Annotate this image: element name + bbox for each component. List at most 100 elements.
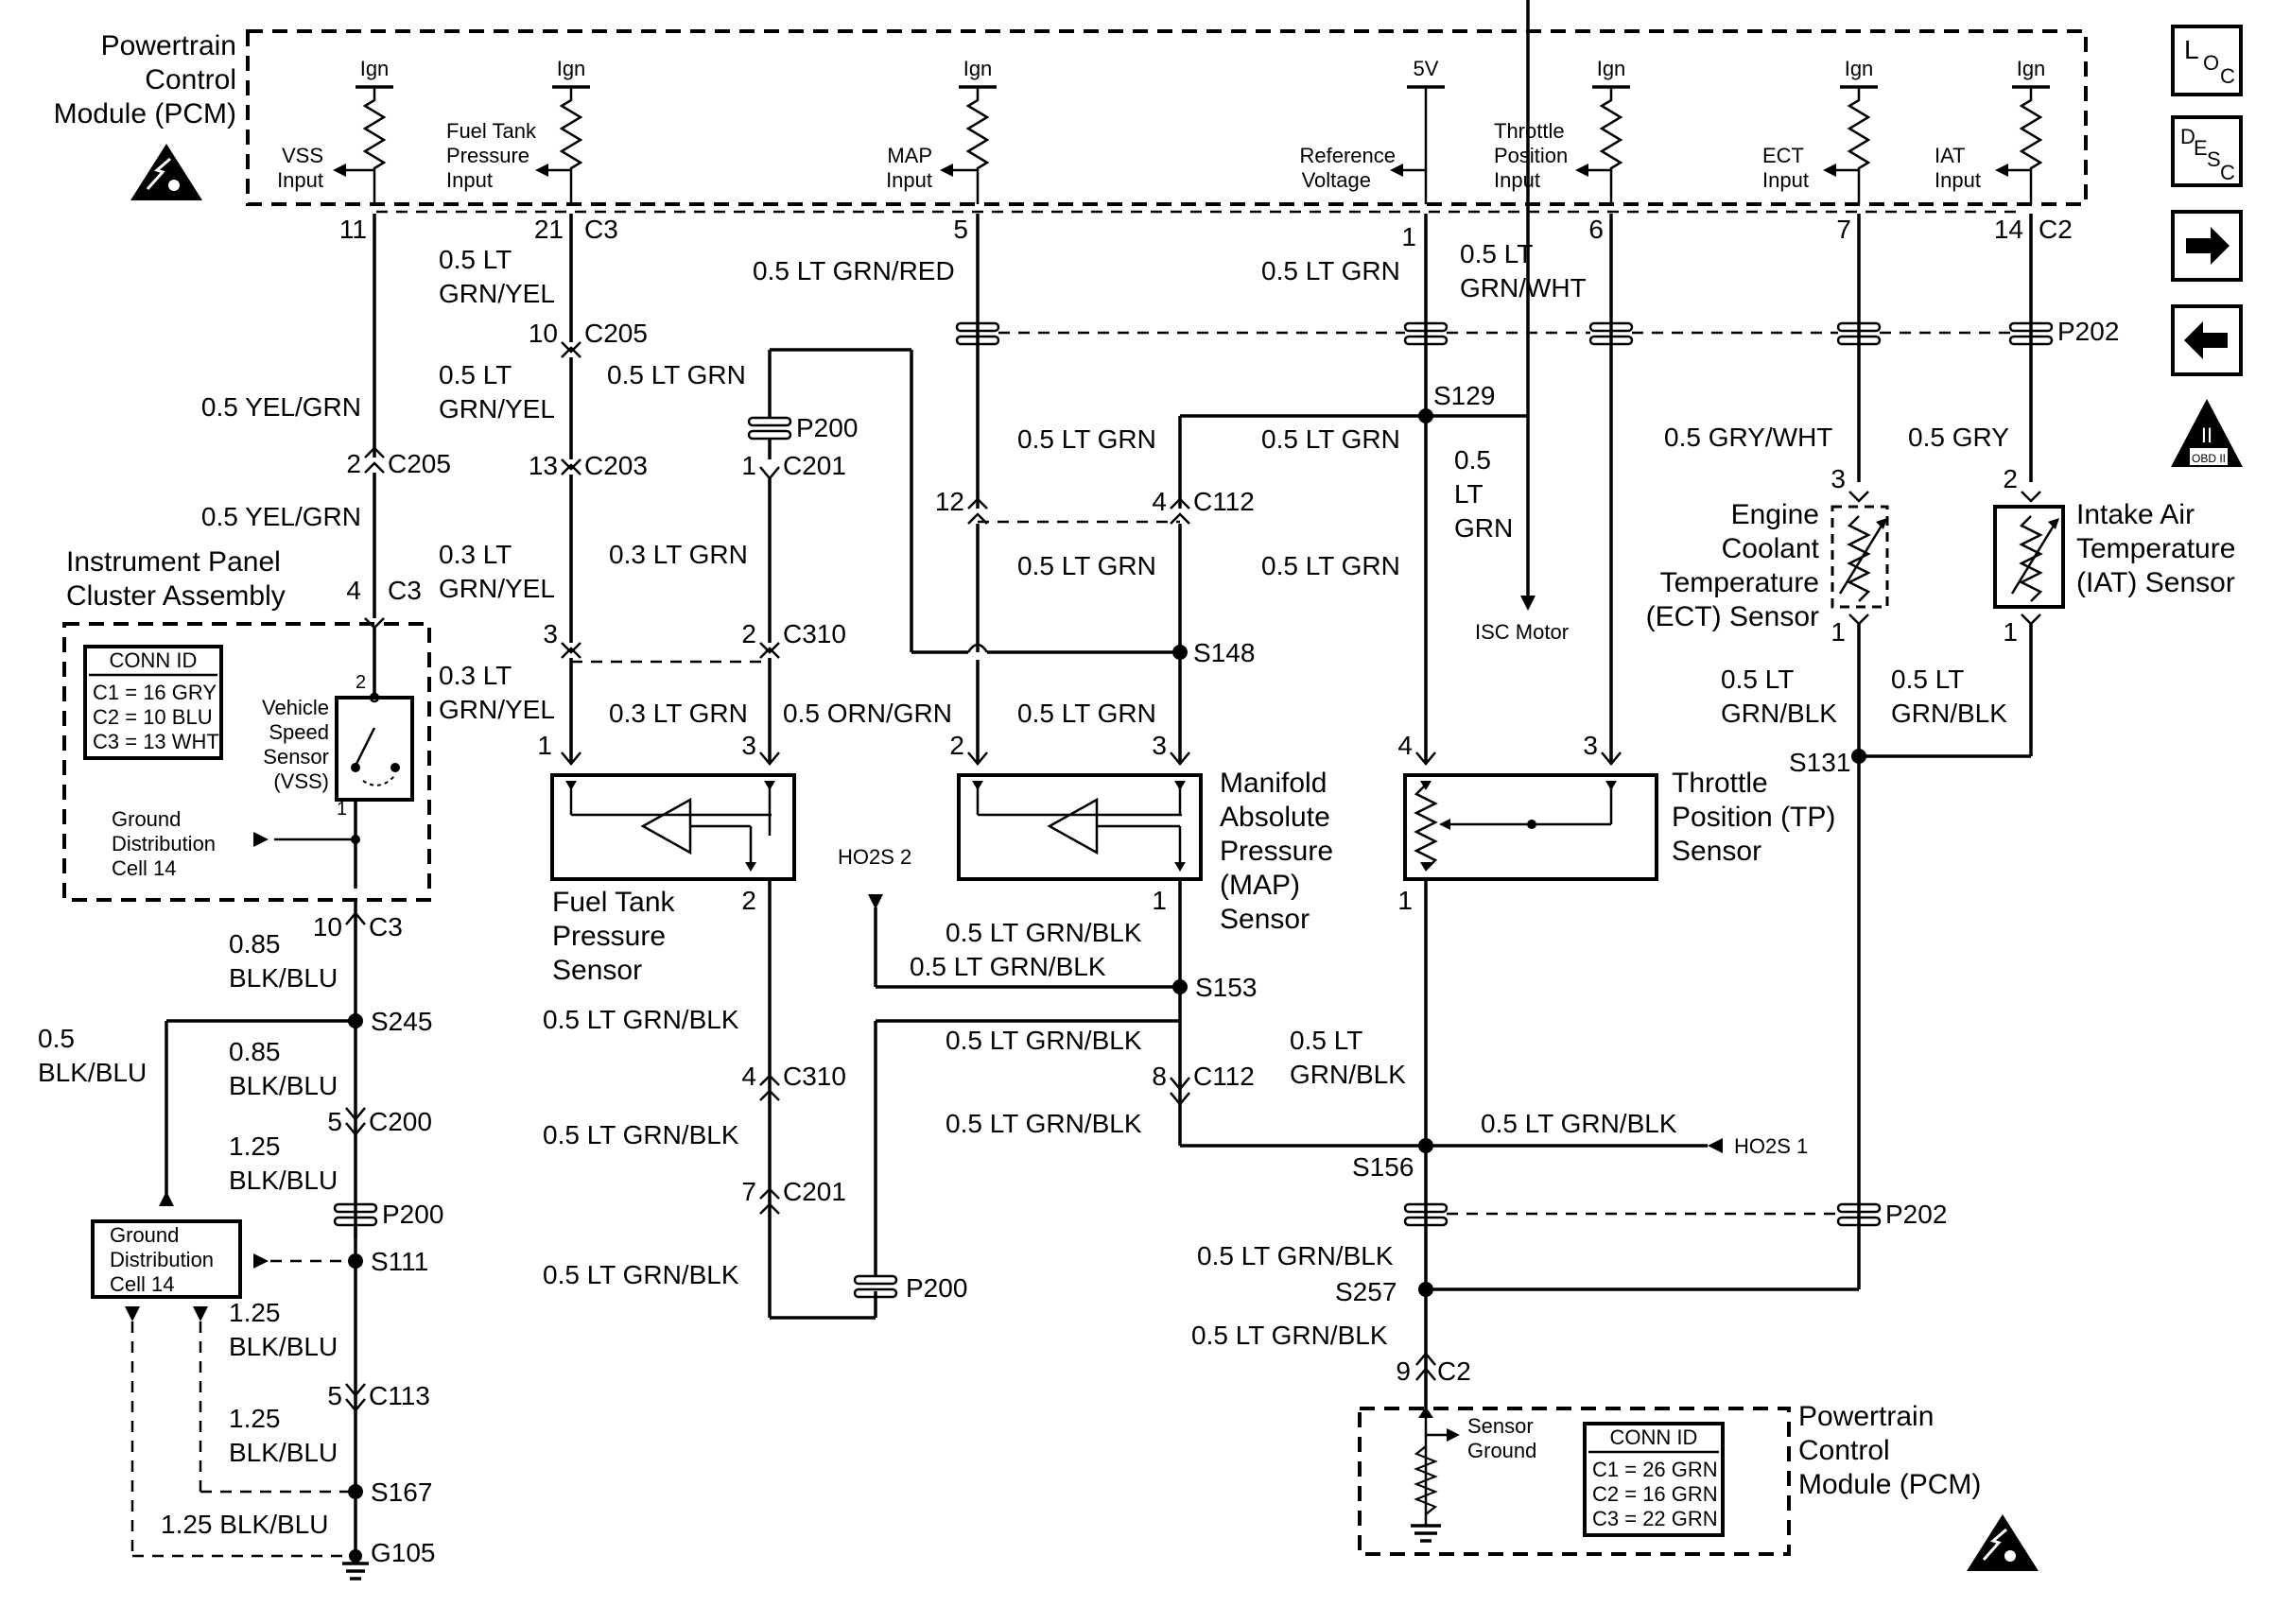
wire-label: 0.5 LT GRN/RED [753,256,955,285]
wire-label: BLK/BLU [229,1166,338,1195]
nav-loc-letter: L [2184,35,2199,64]
wire-label: 0.5 LT GRN/BLK [946,1026,1142,1055]
wire-label: 0.5 LT GRN/BLK [1197,1241,1394,1270]
pin-5: 5 [327,1381,342,1410]
pin-3: 3 [1831,464,1846,493]
pcm-pin-ref: 5V Reference Voltage [1299,57,1445,204]
pin-5: 5 [327,1107,342,1136]
map-sensor-symbol [972,781,1186,872]
wire-label: GRN [1454,513,1513,543]
conn-c3: C3 [388,576,422,605]
supply-label: Ign [2017,57,2046,80]
pin-14: 14 [1994,215,2023,244]
conn-id-header: CONN ID [110,648,198,672]
wire-label: 0.3 LT GRN [609,699,748,728]
ect-sensor-2: Coolant [1722,533,1820,564]
nav-obd-ii-button[interactable]: II OBD II [2171,399,2243,467]
tps-input-3: Input [1494,168,1540,192]
wire-label: LT [1454,479,1484,509]
conn-c3: C3 [369,912,403,942]
splice-s156: S156 [1352,1152,1414,1182]
conn-id-row: C2 = 10 BLU [93,705,213,729]
tp-sensor-2: Position (TP) [1672,802,1835,833]
wire-label: 0.5 LT GRN/BLK [543,1005,739,1034]
vss-input-2: Input [277,168,323,192]
fuel-tank-input-2: Pressure [446,144,529,167]
pcm-pin-tps: Ign Throttle Position Input [1494,57,1630,204]
ground-box-2: Distribution [110,1248,214,1271]
pin-2: 2 [356,672,366,693]
wire-label: 0.5 LT GRN/BLK [910,952,1106,981]
iat-sensor-1: Intake Air [2076,499,2195,530]
wire-label: 0.5 LT GRN [1261,256,1400,285]
pin-8: 8 [1152,1062,1167,1091]
wire-label: 0.5 LT [1891,665,1964,694]
ect-input-2: Input [1762,168,1809,192]
vss-label-4: (VSS) [273,769,329,793]
pcm-pin-vss: Ign VSS Input [277,57,393,204]
wire-label: 0.5 LT GRN [1261,551,1400,580]
conn-c2: C2 [1437,1356,1471,1386]
ect-input-1: ECT [1762,144,1804,167]
pin-21: 21 [534,215,564,244]
map-sensor-2: Absolute [1220,802,1330,833]
wire-label: 0.5 LT GRN/BLK [946,1109,1142,1138]
conn-c201: C201 [783,1177,846,1206]
ect-sensor-4: (ECT) Sensor [1646,601,1819,632]
conn-id-row: C3 = 13 WHT [93,730,219,753]
pin-11: 11 [339,215,367,244]
vss-label-2: Speed [269,720,329,744]
wire-label: 0.5 LT [1721,665,1794,694]
map-sensor-1: Manifold [1220,768,1327,799]
vss-circuit: 0.5 YEL/GRN 2 C205 0.5 YEL/GRN 4 C3 [201,214,451,630]
conn-id-row: C3 = 22 GRN [1592,1507,1718,1530]
ground-box-1: Ground [110,1223,179,1247]
tp-sensor-1: Throttle [1672,768,1768,799]
wire-label: 0.3 LT [439,661,512,690]
nav-back-button[interactable] [2171,304,2243,376]
conn-p202: P202 [1885,1200,1947,1229]
sensor-ground-2: Ground [1467,1439,1536,1462]
pin-1: 1 [1152,886,1167,915]
map-circuit: 0.5 LT GRN/RED 12 0.5 LT GRN 2 0.5 LT GR… [753,214,2010,1148]
pcm-bottom-title-2: Control [1798,1435,1890,1466]
pin-6: 6 [1588,215,1604,244]
supply-label: Ign [1845,57,1874,80]
fuel-tank-sensor-1: Fuel Tank [552,887,676,918]
pin-4: 4 [741,1062,756,1091]
fuel-tank-input-3: Input [446,168,493,192]
tps-input-2: Position [1494,144,1568,167]
ground-dist-3: Cell 14 [112,856,176,880]
pin-1: 1 [1831,617,1846,647]
pin-10: 10 [313,912,342,942]
obd-ii-label: OBD II [2192,452,2226,465]
iat-sensor-2: Temperature [2076,533,2235,564]
conn-p200: P200 [906,1273,967,1303]
map-sensor-4: (MAP) [1220,870,1300,901]
ground-circuit: 10 C3 0.85 BLK/BLU S245 0.5 BLK/BLU 0.85… [38,900,443,1581]
wire-label: BLK/BLU [229,1332,338,1361]
pcm-title-2: Control [145,64,236,95]
wire-label: 0.5 LT GRN/BLK [946,918,1142,947]
nav-locator-button[interactable]: L O C [2171,25,2243,96]
wire-label: 0.5 LT GRN [607,360,746,389]
nav-loc-letter: O [2203,51,2219,75]
pin-1: 1 [337,799,347,820]
pin-3: 3 [1583,731,1598,760]
fuel-tank-input-1: Fuel Tank [446,119,537,143]
splice-s257: S257 [1335,1277,1397,1306]
vss-label-3: Sensor [263,745,329,769]
nav-description-button[interactable]: D E S C [2171,115,2243,187]
pin-4: 4 [1152,487,1167,516]
wire-label: 1.25 BLK/BLU [161,1510,328,1539]
conn-c201: C201 [783,451,846,480]
pin-7: 7 [1836,215,1851,244]
sensor-ground-1: Sensor [1467,1414,1534,1438]
pin-7: 7 [741,1177,756,1206]
conn-id-row: C2 = 16 GRN [1592,1482,1718,1506]
nav-forward-button[interactable] [2171,210,2243,282]
wire-label: 0.5 GRY/WHT [1664,423,1832,452]
pin-2: 2 [2003,464,2018,493]
wire-label: 0.5 LT [439,360,512,389]
splice-s153: S153 [1195,973,1257,1002]
